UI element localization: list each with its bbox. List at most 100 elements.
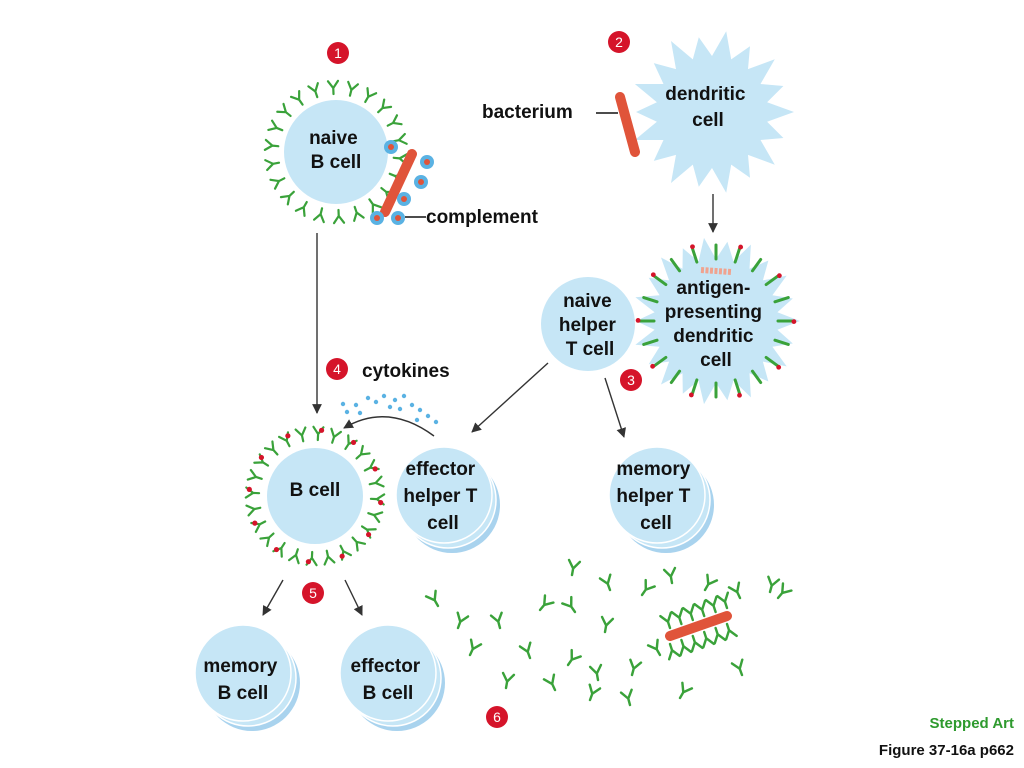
effector-b-cell-label: effector B cell	[351, 656, 426, 704]
bacterium-callout: bacterium	[482, 102, 618, 123]
antibody-icon	[326, 79, 340, 96]
mhc-receptor	[669, 258, 682, 273]
figure-reference: Figure 37-16a p662	[878, 742, 1014, 759]
mhc-receptor	[653, 274, 668, 287]
antibody-icon	[588, 663, 603, 682]
bacterium-label: bacterium	[482, 102, 573, 123]
svg-text:3: 3	[627, 372, 635, 388]
svg-text:4: 4	[333, 361, 341, 377]
dendritic-cell-body	[634, 31, 794, 193]
bound-antigen	[285, 433, 291, 439]
antibody-icon	[561, 595, 577, 614]
cytokine	[409, 402, 415, 408]
apc-receptors	[635, 243, 797, 399]
antibody-icon	[690, 634, 704, 653]
svg-text:6: 6	[493, 709, 501, 725]
step-marker-6: 6	[486, 706, 508, 728]
naive-b-cell-label: naive B cell	[309, 128, 363, 173]
antibody-icon	[566, 648, 582, 667]
antibody-icon	[424, 589, 440, 608]
step-marker-5: 5	[302, 582, 324, 604]
antibody-icon	[347, 80, 360, 97]
step-marker-2: 2	[608, 31, 630, 53]
cytokine	[401, 393, 407, 399]
step-marker-1: 1	[327, 42, 349, 64]
cytokine	[353, 402, 359, 408]
antibody-icon	[588, 683, 602, 702]
antibody-icon	[355, 444, 371, 460]
antibody-icon	[730, 658, 744, 677]
mhc-receptor	[750, 369, 763, 384]
antibody-icon	[259, 532, 275, 548]
complement-bacterium	[370, 140, 434, 225]
bacterium	[615, 92, 640, 157]
cytokine	[373, 399, 379, 405]
antibody-icon	[542, 673, 557, 692]
cytokine	[344, 409, 350, 415]
antibody-icon	[629, 658, 643, 677]
antibody-icon	[646, 638, 662, 657]
mhc-receptor	[773, 338, 790, 346]
step-marker-4: 4	[326, 358, 348, 380]
apc-label: antigen- presenting dendritic cell	[665, 278, 767, 371]
antibody-icon	[703, 573, 719, 592]
bound-antigen	[246, 486, 252, 493]
mhc-receptor	[750, 258, 763, 273]
cytokines-label: cytokines	[362, 361, 450, 382]
antibody-icon	[330, 427, 343, 444]
svg-text:5: 5	[309, 585, 317, 601]
memory-b-cell-label: memory B cell	[203, 656, 282, 704]
cytokine	[397, 406, 403, 412]
antibody-icon	[456, 611, 470, 630]
effector-helper-t-cells: effector helper T cell	[395, 446, 500, 553]
antibody-icon	[294, 426, 307, 443]
cytokine	[433, 419, 439, 425]
presented-antigen	[776, 273, 782, 279]
mhc-receptor	[642, 338, 659, 346]
mhc-receptor	[653, 355, 668, 368]
naive-helper-t-cell: naive helper T cell	[541, 277, 635, 371]
antibody-icon	[312, 207, 325, 224]
presented-antigen	[776, 364, 782, 370]
arrow-cytokines-to-b-cell	[343, 416, 435, 437]
mhc-receptor	[642, 296, 659, 304]
apc-body	[635, 237, 800, 405]
antibody-icon	[670, 607, 684, 626]
antibody-icon	[289, 89, 304, 106]
cytokines	[340, 393, 439, 425]
presented-antigen	[738, 244, 744, 250]
antibody-icon	[724, 622, 738, 641]
antibody-icon	[538, 594, 555, 612]
bound-antigen	[273, 546, 280, 553]
cytokine	[340, 401, 346, 407]
antibody-icon	[713, 626, 727, 645]
antibody-icon	[263, 138, 280, 151]
mhc-receptor	[733, 378, 741, 395]
antibody-icon	[678, 681, 694, 700]
antibody-icon	[364, 87, 378, 104]
antibody-icon	[377, 98, 393, 114]
antibody-icon	[353, 205, 365, 222]
antibody-icon	[246, 468, 263, 481]
antibody-icon	[776, 582, 793, 600]
antibody-icon	[693, 599, 707, 618]
antibody-icon	[716, 591, 730, 610]
antibody-icon	[501, 671, 516, 690]
antibody-icon	[287, 548, 300, 565]
antibody-icon	[264, 159, 281, 172]
presented-antigen	[650, 363, 656, 369]
cytokine	[392, 397, 398, 403]
antibody-icon	[267, 119, 284, 132]
bound-antigen	[378, 499, 384, 506]
complement-proteins	[370, 140, 434, 225]
memory-b-cells: memory B cell	[194, 624, 300, 731]
mhc-receptor	[773, 296, 790, 304]
arrows	[262, 194, 718, 616]
mhc-receptor	[764, 355, 779, 368]
antibody-icon	[727, 581, 742, 600]
presented-antigen	[791, 319, 797, 324]
cytokine	[365, 395, 371, 401]
presented-antigen	[635, 318, 641, 323]
presented-antigen	[737, 392, 742, 398]
antibody-icon	[681, 603, 695, 622]
